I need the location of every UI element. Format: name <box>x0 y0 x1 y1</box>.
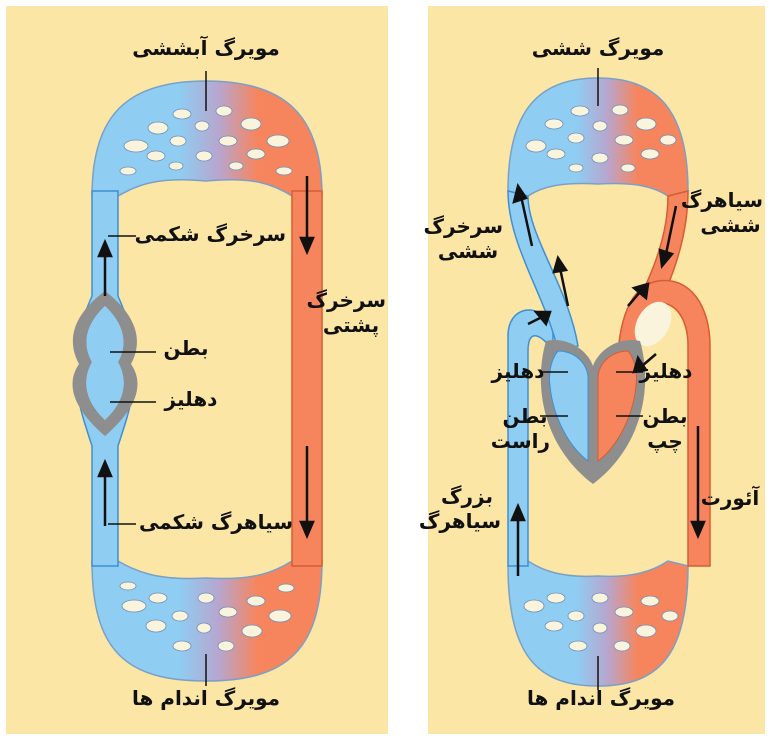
label-vena-cava: بزرگ سیاهرگ <box>433 484 501 534</box>
single-circulation-panel: مویرگ آبششی سرخرگ شکمی سرخرگ پشتی بطن ده… <box>6 6 388 734</box>
label-right-ventricle: بطن راست <box>500 404 550 454</box>
label-body-capillaries: مویرگ اندام ها <box>121 686 291 711</box>
label-pulmonary-vein: سیاهرگ ششی <box>698 188 763 238</box>
label-left-atrium: دهلیز <box>636 359 696 384</box>
label-ventral-vein: سیاهرگ شکمی <box>136 510 296 535</box>
label-atrium: دهلیز <box>156 387 226 412</box>
label-aorta: آئورت <box>698 486 762 511</box>
single-circulation-diagram <box>6 6 388 734</box>
label-lung-capillaries: مویرگ ششی <box>523 36 673 61</box>
label-gill-capillaries: مویرگ آبششی <box>126 36 286 61</box>
label-right-atrium: دهلیز <box>488 359 548 384</box>
label-left-ventricle: بطن چپ <box>640 404 690 454</box>
label-body-capillaries: مویرگ اندام ها <box>516 686 686 711</box>
label-pulmonary-artery: سرخرگ ششی <box>433 214 503 264</box>
label-ventral-aorta: سرخرگ شکمی <box>136 222 286 247</box>
double-circulation-panel: مویرگ ششی سرخرگ ششی سیاهرگ ششی دهلیز دهل… <box>428 6 765 734</box>
body-capillary-bed <box>92 561 322 681</box>
label-dorsal-aorta: سرخرگ پشتی <box>316 288 386 338</box>
double-circulation-diagram <box>428 6 765 734</box>
label-ventricle: بطن <box>156 336 216 361</box>
